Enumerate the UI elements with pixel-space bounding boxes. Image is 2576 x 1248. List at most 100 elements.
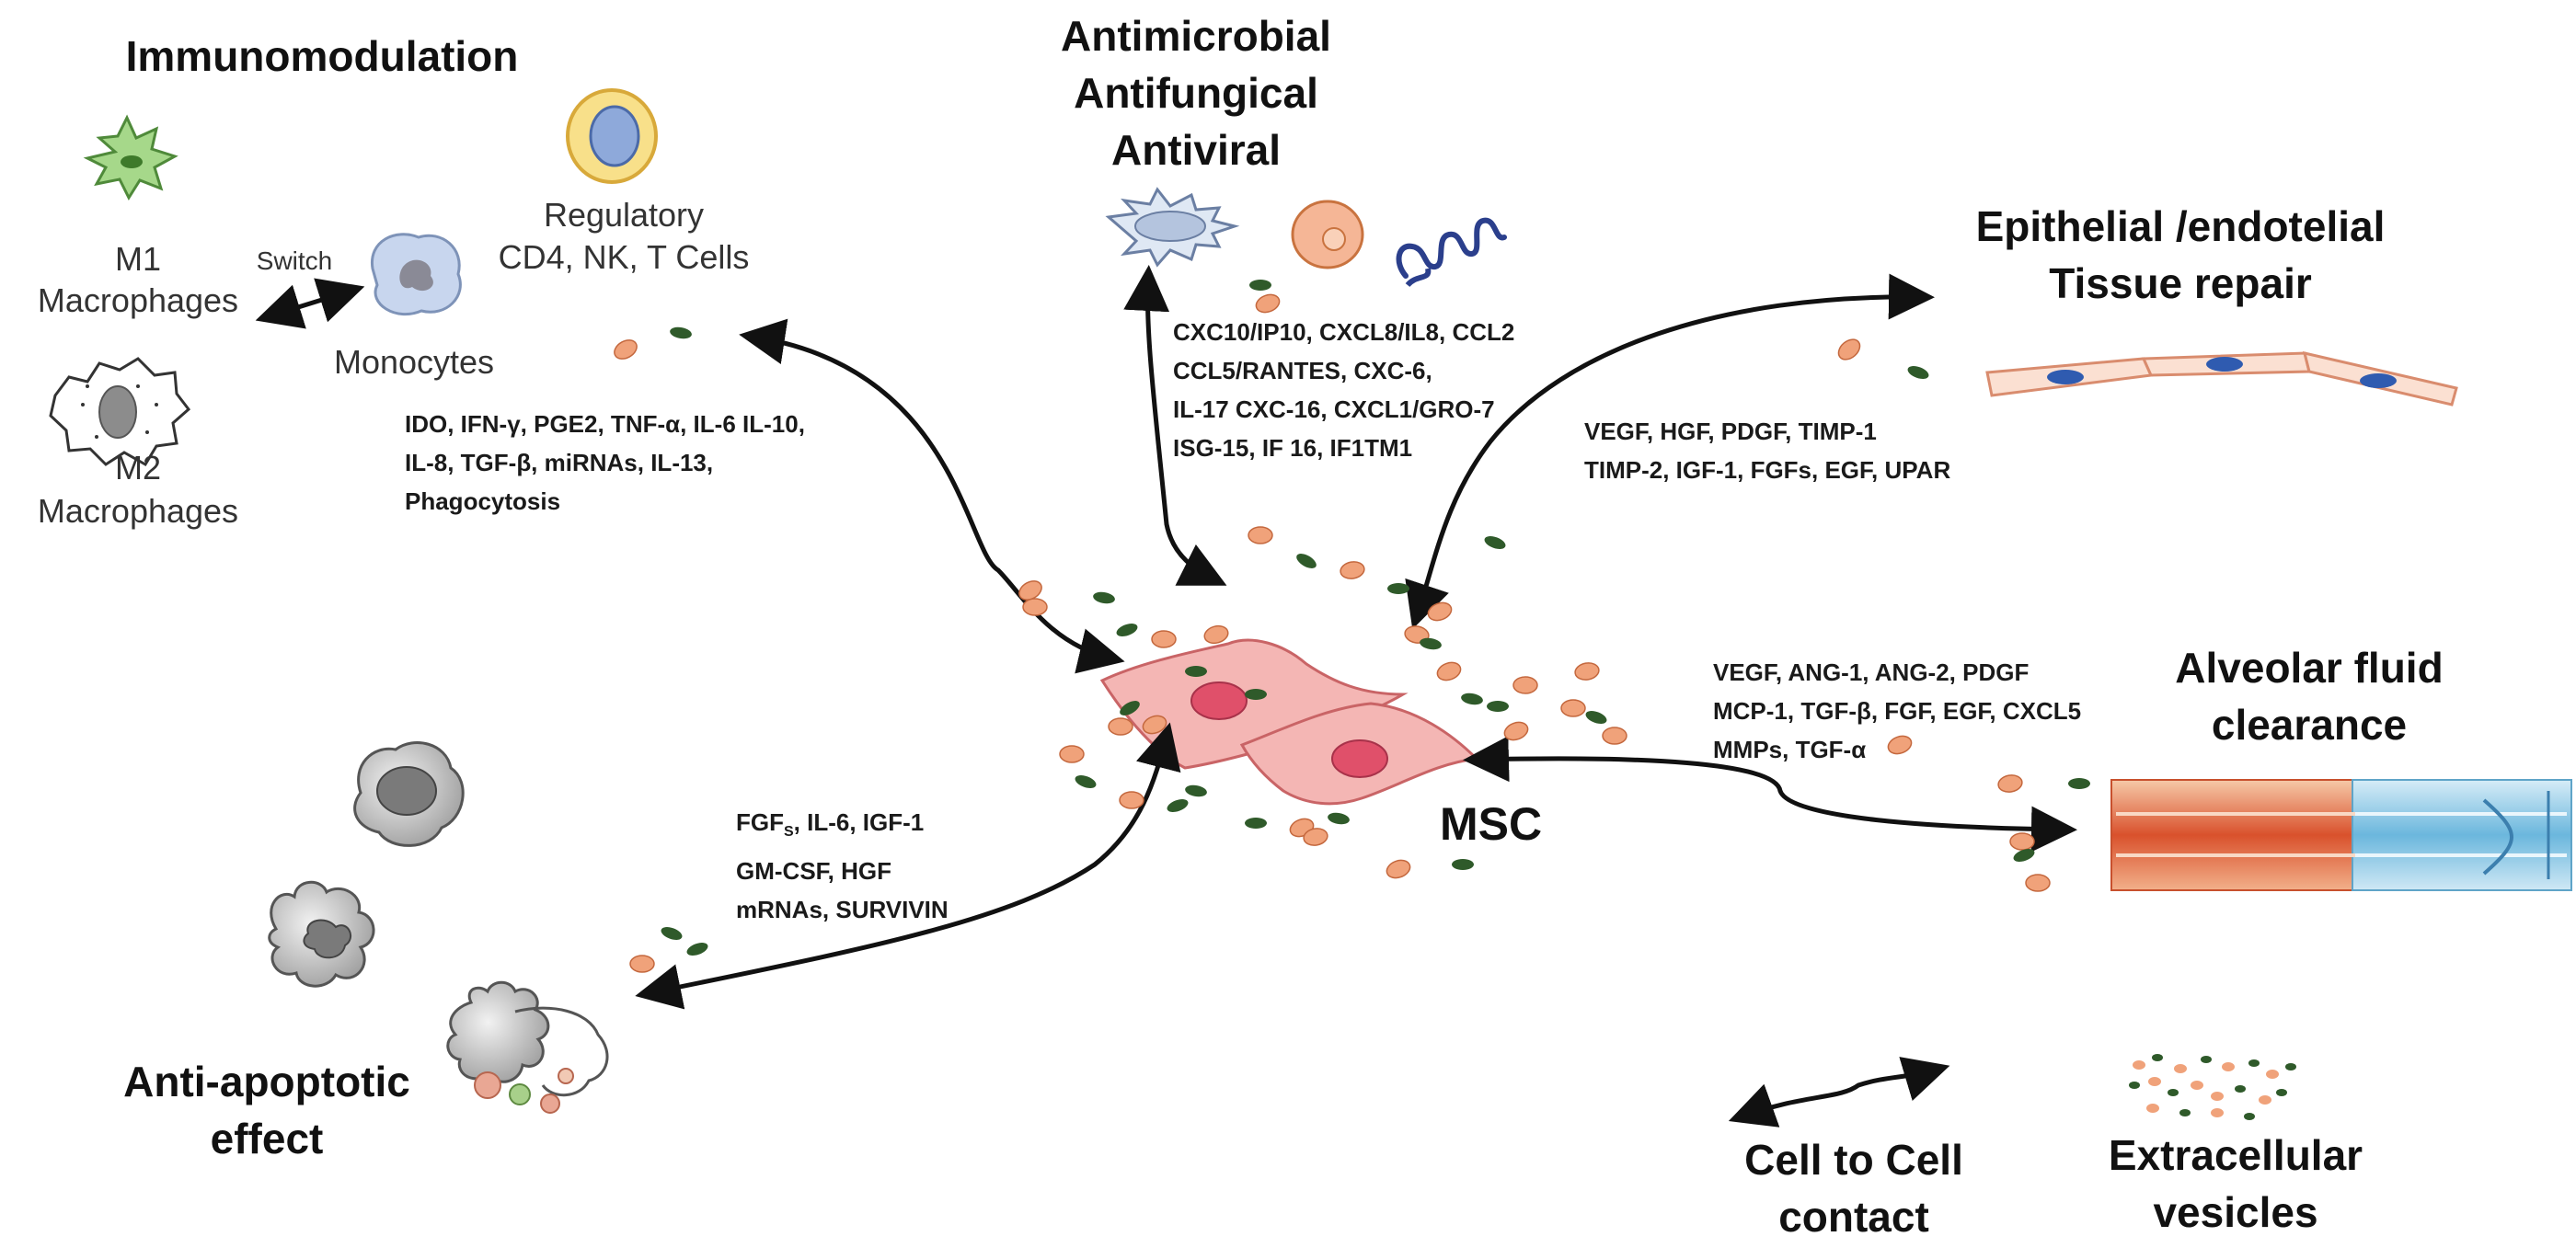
vesicle-orange xyxy=(1427,601,1453,622)
legend-cell-contact-line1: Cell to Cell xyxy=(1744,1136,1963,1184)
vesicle-orange xyxy=(1022,598,1048,616)
vesicle-green xyxy=(1167,799,1189,812)
msc-label: MSC xyxy=(1440,798,1543,850)
anti-apoptotic-molecules: FGFS, IL-6, IGF-1 GM-CSF, HGF mRNAs, SUR… xyxy=(736,803,949,929)
tissue-repair-title-line2: Tissue repair xyxy=(2049,259,2312,307)
m2-label-line2: Macrophages xyxy=(37,492,239,530)
anti-apoptotic-molecules-line3: mRNAs, SURVIVIN xyxy=(736,896,949,924)
antimicrobial-title-line3: Antiviral xyxy=(1110,126,1282,174)
vesicle-green xyxy=(1185,666,1207,677)
vesicle-orange xyxy=(1059,745,1085,763)
antimicrobial-molecules: CXC10/IP10, CXCL8/IL8, CCL2 CCL5/RANTES,… xyxy=(1173,313,1514,467)
alveolus-vessel-icon xyxy=(2110,779,2572,891)
vesicle-green xyxy=(2013,849,2035,862)
alveolar-title: Alveolar fluid clearance xyxy=(2116,639,2502,753)
vesicle-orange xyxy=(1303,828,1328,846)
switch-arrow xyxy=(255,278,365,329)
tissue-repair-molecules-line2: TIMP-2, IGF-1, FGFs, EGF, UPAR xyxy=(1584,456,1951,484)
vesicle-orange xyxy=(2009,832,2035,851)
legend-vesicle-orange xyxy=(2133,1060,2145,1070)
vesicle-green xyxy=(1249,280,1271,291)
legend-vesicle-green xyxy=(2152,1054,2163,1061)
vesicle-green xyxy=(1420,637,1442,650)
anti-apoptotic-title-line1: Anti-apoptotic xyxy=(123,1058,410,1105)
switch-label: Switch xyxy=(256,246,333,275)
m2-label-line1: M2 xyxy=(114,449,161,487)
endothelium-icon xyxy=(1985,350,2458,406)
extracellular-vesicles-scatter xyxy=(614,280,2090,973)
alveolar-molecules-line2: MCP-1, TGF-β, FGF, EGF, CXCL5 xyxy=(1713,697,2082,725)
vesicle-green xyxy=(2068,778,2090,789)
legend-vesicle-green xyxy=(2248,1059,2260,1067)
apoptotic-cell-icon xyxy=(268,741,609,1114)
legend-vesicle-green xyxy=(2235,1085,2246,1093)
antimicrobial-title: Antimicrobial Antifungical Antiviral xyxy=(1021,7,1371,178)
legend-vesicle-orange xyxy=(2174,1064,2187,1073)
antimicrobial-title-line1: Antimicrobial xyxy=(1061,12,1331,60)
regulatory-label-line1: Regulatory xyxy=(543,196,705,234)
monocytes-label: Monocytes xyxy=(333,343,495,381)
vesicle-orange xyxy=(1436,661,1462,681)
vesicle-green xyxy=(1328,812,1350,825)
fgf-suffix: , IL-6, IGF-1 xyxy=(793,808,925,836)
vesicle-orange xyxy=(1386,859,1411,879)
arrow-alveolar xyxy=(1463,736,2077,853)
alveolar-title-line2: clearance xyxy=(2211,701,2408,749)
m1-label-line2: Macrophages xyxy=(37,281,239,319)
vesicle-orange xyxy=(1404,625,1430,644)
vesicle-orange xyxy=(614,339,638,360)
legend-vesicle-orange xyxy=(2259,1095,2271,1105)
vesicle-green xyxy=(1907,366,1929,379)
vesicle-orange xyxy=(1997,774,2023,793)
fgf-subscript: S xyxy=(784,824,794,841)
vesicle-green xyxy=(1452,859,1474,870)
immunomodulation-molecules-line3: Phagocytosis xyxy=(405,487,561,515)
vesicle-orange xyxy=(1887,735,1913,755)
vesicle-orange xyxy=(1018,580,1042,601)
antimicrobial-molecules-line3: IL-17 CXC-16, CXCL1/GRO-7 xyxy=(1173,395,1495,423)
regulatory-cell-icon xyxy=(566,88,658,184)
vesicle-orange xyxy=(1119,791,1144,809)
vesicle-green xyxy=(1093,591,1115,604)
vesicle-green xyxy=(1296,554,1317,568)
vesicle-orange xyxy=(1574,662,1600,681)
legend-vesicle-green xyxy=(2244,1113,2255,1120)
vesicle-green xyxy=(1484,536,1506,549)
alveolar-molecules-line1: VEGF, ANG-1, ANG-2, PDGF xyxy=(1713,658,2030,686)
vesicle-orange xyxy=(2025,874,2051,892)
vesicle-orange xyxy=(1255,293,1281,314)
vesicle-orange xyxy=(1560,699,1586,717)
arrow-tissue-repair xyxy=(1405,273,1935,630)
anti-apoptotic-molecules-line1: FGFS, IL-6, IGF-1 xyxy=(736,803,949,852)
vesicle-orange xyxy=(1203,624,1229,645)
vesicle-green xyxy=(1245,818,1267,829)
vesicle-orange xyxy=(629,955,655,973)
alveolar-title-line1: Alveolar fluid xyxy=(2175,644,2444,692)
alveolar-molecules: VEGF, ANG-1, ANG-2, PDGF MCP-1, TGF-β, F… xyxy=(1713,653,2081,769)
legend-vesicle-orange xyxy=(2222,1062,2235,1071)
m1-macrophage-icon xyxy=(83,114,178,201)
antimicrobial-title-line2: Antifungical xyxy=(1074,69,1318,117)
tissue-repair-molecules: VEGF, HGF, PDGF, TIMP-1 TIMP-2, IGF-1, F… xyxy=(1584,412,1950,489)
arrow-antimicrobial xyxy=(1123,265,1227,586)
vesicle-orange xyxy=(1248,526,1273,544)
tissue-repair-title: Epithelial /endotelial Tissue repair xyxy=(1914,198,2447,312)
antimicrobial-molecules-line4: ISG-15, IF 16, IF1TM1 xyxy=(1173,434,1413,462)
vesicle-green xyxy=(1487,701,1509,712)
tissue-repair-title-line1: Epithelial /endotelial xyxy=(1975,202,2386,250)
vesicle-orange xyxy=(1503,721,1529,741)
fungal-cell-icon xyxy=(1291,200,1364,269)
legend-cell-contact-line2: contact xyxy=(1778,1193,1929,1241)
vesicle-green xyxy=(1461,693,1483,705)
vesicle-orange xyxy=(1151,630,1177,648)
regulatory-label-line2: CD4, NK, T Cells xyxy=(498,238,750,276)
anti-apoptotic-title-line2: effect xyxy=(210,1115,324,1162)
legend-vesicle-green xyxy=(2179,1109,2191,1116)
immunomodulation-molecules-line2: IL-8, TGF-β, miRNAs, IL-13, xyxy=(405,449,714,476)
legend-vesicle-orange xyxy=(2211,1092,2224,1101)
vesicle-orange xyxy=(1108,717,1133,736)
legend-vesicle-green xyxy=(2276,1089,2287,1096)
antimicrobial-molecules-line1: CXC10/IP10, CXCL8/IL8, CCL2 xyxy=(1173,318,1515,346)
